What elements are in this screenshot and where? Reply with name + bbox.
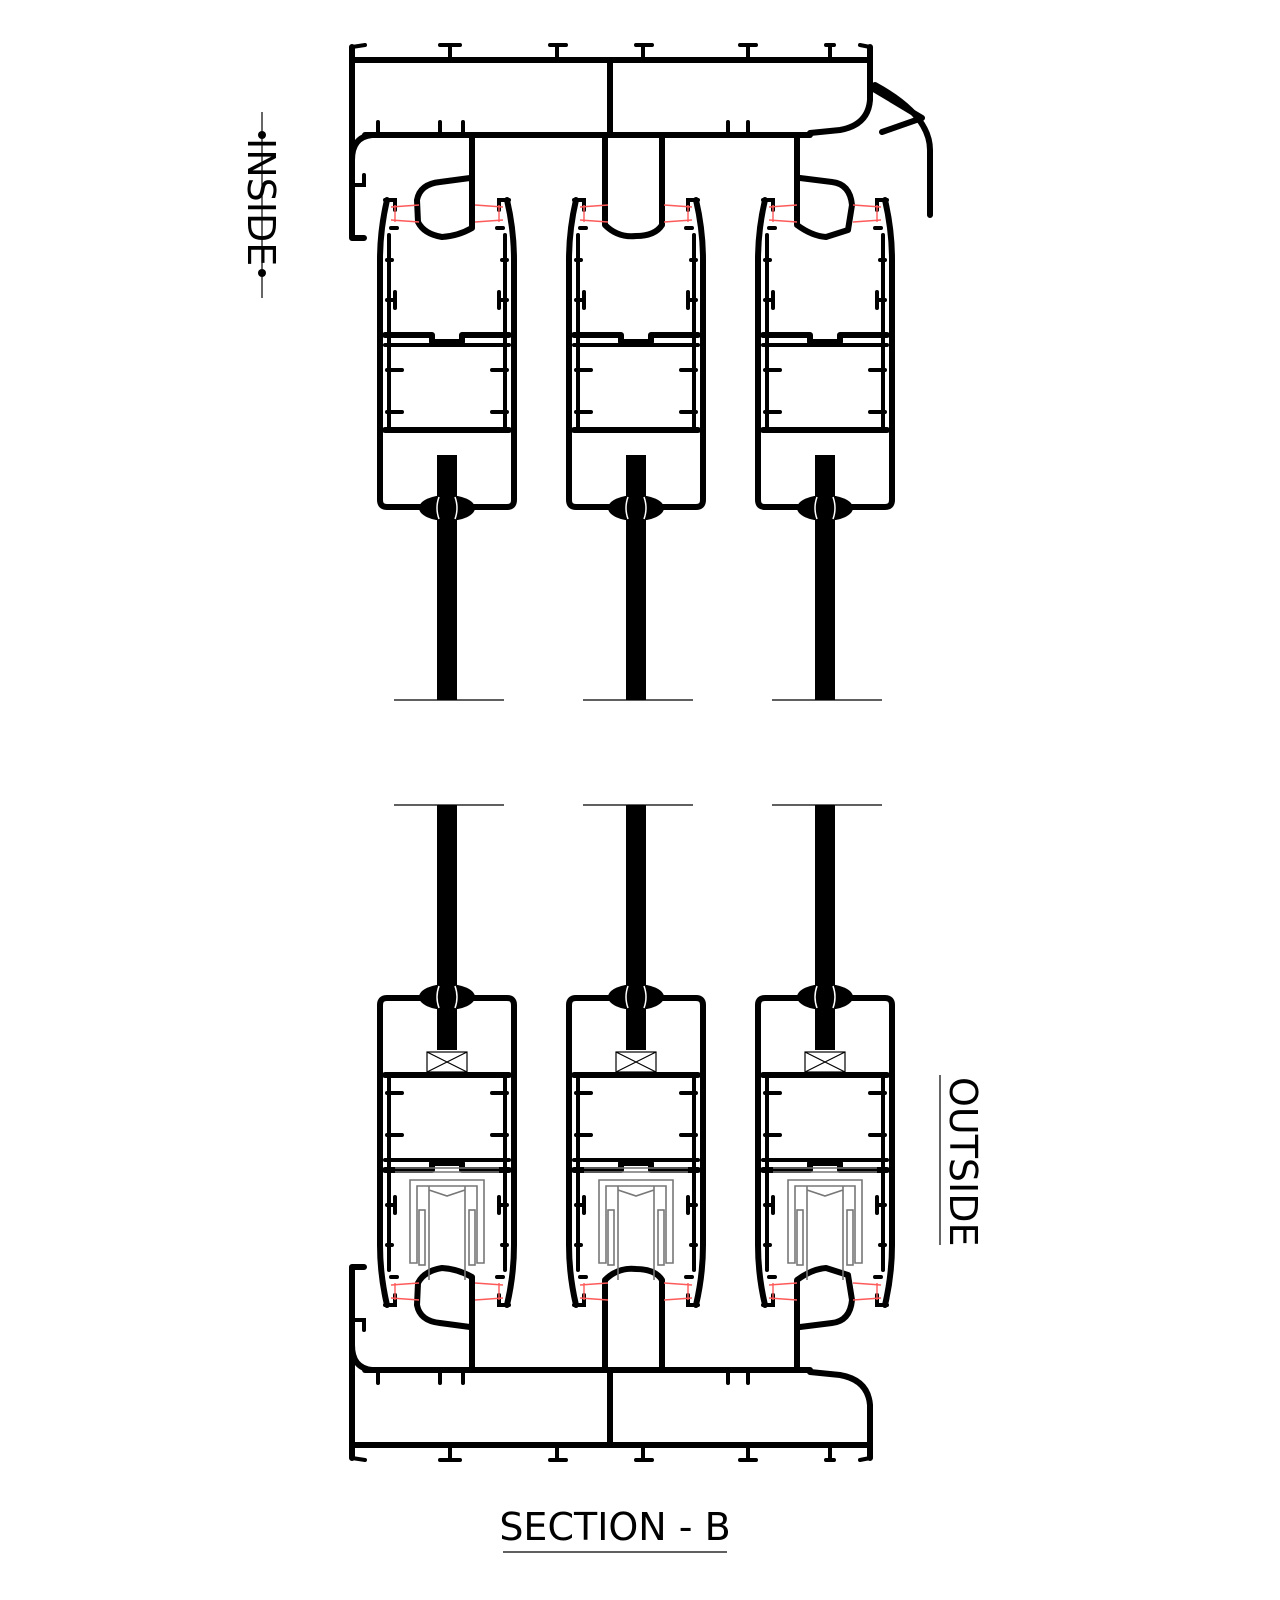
bottom-frame — [352, 1267, 870, 1460]
outside-label: OUTSIDE — [941, 1077, 985, 1247]
bottom-sash-1 — [380, 805, 514, 1305]
outside-marker: OUTSIDE — [939, 1075, 985, 1247]
top-sash-2 — [569, 200, 703, 700]
inside-marker: INSIDE — [239, 112, 283, 298]
top-frame — [352, 45, 870, 238]
drip-cap — [869, 82, 933, 218]
section-title: SECTION - B — [499, 1505, 731, 1553]
bottom-sash-2 — [569, 805, 703, 1305]
top-sash-1 — [380, 200, 514, 700]
bottom-sash-3 — [758, 805, 892, 1305]
title-label: SECTION - B — [499, 1505, 730, 1549]
inside-label: INSIDE — [239, 138, 283, 266]
top-sash-3 — [758, 200, 892, 700]
